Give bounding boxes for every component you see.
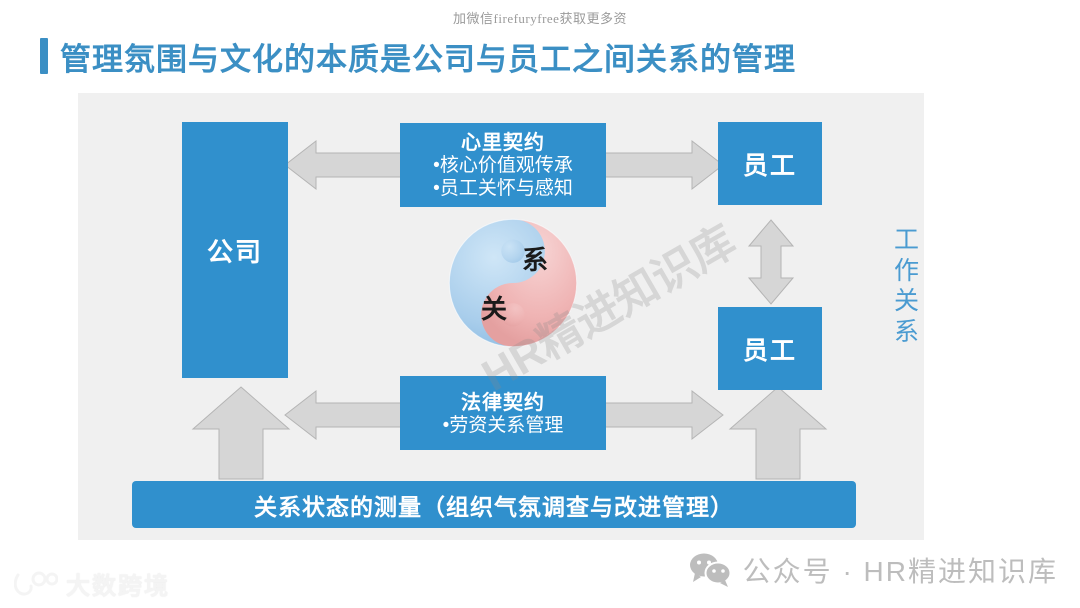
work-relationship-char-1: 工 xyxy=(893,226,920,254)
psychological-contract-bullet-1: •核心价值观传承 xyxy=(433,155,573,177)
brand-watermark: 大数跨境 xyxy=(14,566,170,601)
work-relationship-char-2: 作 xyxy=(893,256,920,285)
top-watermark: 加微信firefuryfree获取更多资 xyxy=(453,11,627,26)
arrow-up-bottom-bar-to-company xyxy=(191,385,291,481)
taiji-symbol: 系 关 xyxy=(448,218,578,348)
arrow-right-psych-to-employee xyxy=(604,138,724,192)
psychological-contract-heading: 心里契约 xyxy=(461,132,545,155)
legal-contract-heading: 法律契约 xyxy=(461,391,545,414)
arrow-double-vertical-employees xyxy=(746,218,796,306)
title-text: 管理氛围与文化的本质是公司与员工之间关系的管理 xyxy=(60,41,796,77)
company-label: 公司 xyxy=(206,236,263,267)
page-title: 管理氛围与文化的本质是公司与员工之间关系的管理 xyxy=(40,35,796,77)
wechat-credit-text: 公众号 · HR精进知识库 xyxy=(742,556,1058,587)
arrow-left-legal-to-company xyxy=(284,388,406,442)
psychological-contract-bullet-2: •员工关怀与感知 xyxy=(433,177,573,199)
wechat-icon xyxy=(689,553,731,587)
arrow-right-legal-to-employee xyxy=(604,388,724,442)
measurement-bar[interactable]: 关系状态的测量（组织气氛调查与改进管理） xyxy=(132,481,856,528)
arrow-up-bottom-bar-to-employee xyxy=(728,385,828,481)
arrow-left-psych-to-company xyxy=(284,138,406,192)
brand-watermark-text: 大数跨境 xyxy=(66,573,170,600)
legal-contract-bullet-1: •劳资关系管理 xyxy=(442,414,564,436)
psychological-contract-box[interactable]: 心里契约 •核心价值观传承 •员工关怀与感知 xyxy=(400,123,606,207)
title-accent-bar xyxy=(40,38,48,74)
brand-mark-icon xyxy=(14,571,58,596)
employee-label-1: 员工 xyxy=(742,151,797,180)
work-relationship-char-4: 系 xyxy=(893,317,920,346)
employee-box-2[interactable]: 员工 xyxy=(718,307,822,390)
employee-box-1[interactable]: 员工 xyxy=(718,122,822,205)
diagram-panel: 系 关 公司 心里契约 •核心价值观传承 •员工关怀与感知 法律契约 •劳资关系… xyxy=(78,93,924,540)
taiji-char-bottom: 关 xyxy=(481,295,508,325)
work-relationship-char-3: 关 xyxy=(893,287,920,315)
employee-label-2: 员工 xyxy=(742,336,797,365)
work-relationship-label: 工 作 关 系 xyxy=(890,225,924,347)
company-box[interactable]: 公司 xyxy=(182,122,288,378)
legal-contract-box[interactable]: 法律契约 •劳资关系管理 xyxy=(400,376,606,450)
taiji-char-top: 系 xyxy=(522,246,549,276)
measurement-bar-label: 关系状态的测量（组织气氛调查与改进管理） xyxy=(254,493,734,520)
wechat-credit: 公众号 · HR精进知识库 xyxy=(689,550,1058,590)
